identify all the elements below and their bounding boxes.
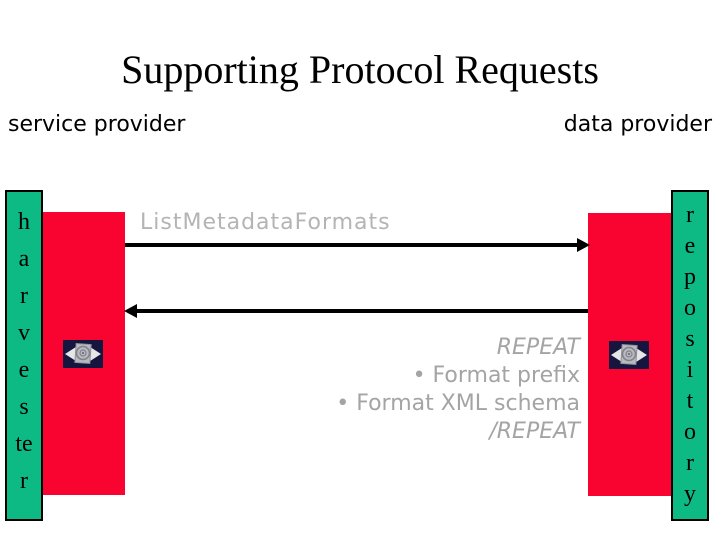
format-prefix-label: • Format prefix [412, 363, 580, 388]
repository-bar: r e p o s i t o r y [671, 190, 709, 521]
harvester-bar: h a r v e s te r [5, 190, 43, 521]
service-provider-label: service provider [8, 112, 186, 137]
request-arrow-line [125, 243, 578, 247]
data-provider-label: data provider [563, 112, 712, 137]
response-arrow-line [136, 309, 588, 313]
repeat-open-label: REPEAT [496, 335, 580, 360]
response-payload-text: REPEAT • Format prefix • Format XML sche… [336, 334, 580, 446]
harvester-vertical-word: h a r v e s te r [15, 209, 33, 494]
format-xml-schema-label: • Format XML schema [336, 391, 580, 416]
repository-vertical-word: r e p o s i t o r y [684, 202, 696, 507]
oai-eye-icon [63, 340, 103, 368]
response-arrowhead-icon [124, 304, 137, 318]
oai-eye-icon [609, 341, 649, 369]
request-arrowhead-icon [577, 238, 590, 252]
request-arrow-label: ListMetadataFormats [140, 210, 391, 235]
repeat-close-label: /REPEAT [489, 419, 580, 444]
page-title: Supporting Protocol Requests [121, 47, 599, 92]
